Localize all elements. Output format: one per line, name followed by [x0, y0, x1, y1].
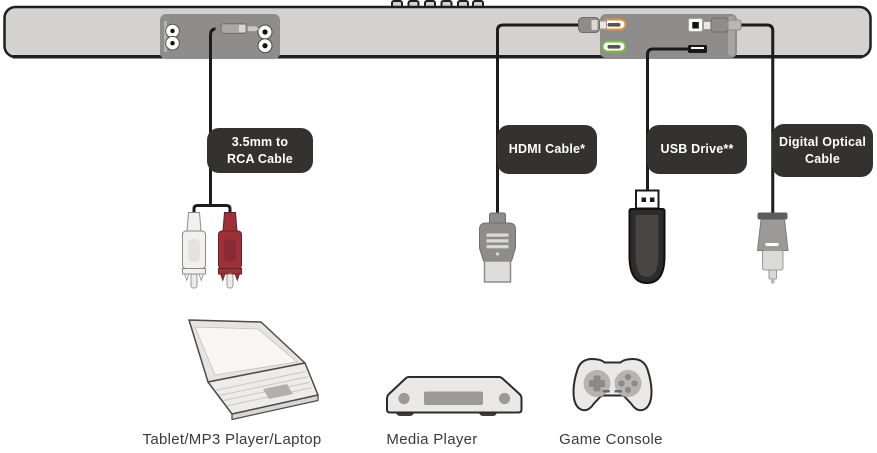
- callout-usb-line1: USB Drive**: [660, 142, 734, 157]
- callout-rca-line2: RCA Cable: [227, 151, 293, 166]
- aux-panel: [160, 14, 280, 59]
- aux-jacks-icon: [257, 24, 273, 54]
- optical-side-plug-icon: [703, 17, 742, 33]
- game-console-icon: [572, 358, 653, 412]
- caption-media-player: Media Player: [386, 431, 478, 448]
- optical-plug-icon: [756, 212, 789, 284]
- audio-plug-icon: [215, 23, 260, 34]
- rca-plug-red-icon: [218, 212, 242, 289]
- hdmi-cable-line: [496, 23, 579, 214]
- rca-plug-white-icon: [182, 212, 206, 289]
- callout-hdmi-line1: HDMI Cable*: [508, 142, 586, 157]
- callout-optical-line1: Digital Optical: [778, 135, 867, 150]
- callout-rca-line1: 3.5mm to: [231, 135, 289, 150]
- power-socket-icon: [165, 23, 180, 51]
- media-player-icon: [386, 376, 523, 416]
- optical-cable-line: [740, 23, 775, 214]
- usb-drive-icon: [628, 189, 666, 285]
- caption-game-console: Game Console: [559, 431, 663, 448]
- hdmi-plug-icon: [479, 212, 516, 283]
- soundbar: [3, 5, 872, 59]
- callout-usb-drive: USB Drive**: [647, 125, 747, 174]
- optical-port-icon: [688, 18, 703, 32]
- rca-cable-split: [192, 204, 232, 213]
- callout-rca-cable: 3.5mm to RCA Cable: [207, 128, 313, 173]
- laptop-icon: [188, 319, 319, 421]
- caption-laptop: Tablet/MP3 Player/Laptop: [142, 431, 322, 448]
- callout-optical-line2: Cable: [804, 151, 841, 166]
- usb-port-icon: [688, 45, 707, 53]
- hdmi-side-plug-icon: [578, 17, 607, 33]
- usb-cable-line: [646, 47, 689, 191]
- callout-hdmi-cable: HDMI Cable*: [497, 125, 597, 174]
- callout-optical-cable: Digital Optical Cable: [772, 124, 873, 177]
- hdmi-port-green-icon: [601, 40, 627, 53]
